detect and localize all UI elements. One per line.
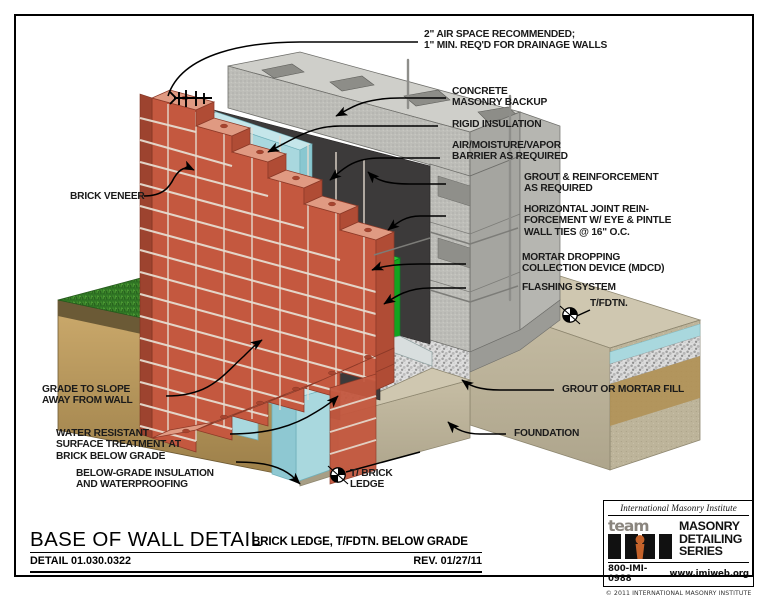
callout-water-resistant-treatment: WATER RESISTANT SURFACE TREATMENT AT BRI…	[56, 428, 181, 462]
callout-joint-reinforcement: HORIZONTAL JOINT REIN- FORCEMENT W/ EYE …	[524, 204, 672, 238]
page-title: BASE OF WALL DETAIL	[30, 528, 263, 551]
callout-flashing-system: FLASHING SYSTEM	[522, 282, 616, 293]
callout-t-brick-ledge: T/ BRICK LEDGE	[350, 468, 393, 491]
imi-logo-block: International Masonry Institute team MAS…	[603, 500, 754, 597]
title-subtitle: BRICK LEDGE, T/FDTN. BELOW GRADE	[252, 535, 468, 548]
callout-mdcd: MORTAR DROPPING COLLECTION DEVICE (MDCD)	[522, 252, 665, 275]
title-block: BASE OF WALL DETAIL BRICK LEDGE, T/FDTN.…	[30, 528, 482, 574]
sheet-border	[14, 14, 754, 577]
detail-number: DETAIL 01.030.0322	[30, 555, 132, 568]
imi-institute-name: International Masonry Institute	[608, 503, 749, 516]
series-title: MASONRY DETAILING SERIES	[679, 520, 742, 558]
revision-date: REV. 01/27/11	[413, 555, 482, 568]
callout-grade-to-slope: GRADE TO SLOPE AWAY FROM WALL	[42, 384, 133, 407]
callout-grout-reinforcement: GROUT & REINFORCEMENT AS REQUIRED	[524, 172, 659, 195]
callout-air-space: 2" AIR SPACE RECOMMENDED; 1" MIN. REQ'D …	[424, 29, 608, 52]
callout-cmu-backup: CONCRETE MASONRY BACKUP	[452, 86, 548, 109]
callout-rigid-insulation: RIGID INSULATION	[452, 119, 542, 130]
callout-grout-or-mortar-fill: GROUT OR MORTAR FILL	[562, 384, 685, 395]
team-bars-icon	[608, 534, 672, 559]
series-line-3: SERIES	[679, 544, 723, 559]
imi-phone: 800-IMI-0988	[608, 564, 648, 584]
callout-brick-veneer: BRICK VENEER	[70, 191, 145, 202]
team-logo: team	[608, 517, 674, 559]
imi-website[interactable]: www.imiweb.org	[669, 569, 750, 579]
series-line-1: MASONRY	[679, 519, 740, 534]
callout-foundation: FOUNDATION	[514, 428, 580, 439]
title-rule-upper	[30, 552, 482, 554]
imi-logo-frame: International Masonry Institute team MAS…	[603, 500, 754, 587]
callout-t-fdtn: T/FDTN.	[590, 298, 628, 309]
callout-air-moisture-vapor-barrier: AIR/MOISTURE/VAPOR BARRIER AS REQUIRED	[452, 140, 568, 163]
title-rule-lower	[30, 571, 482, 574]
callout-below-grade-insulation: BELOW-GRADE INSULATION AND WATERPROOFING	[76, 468, 214, 491]
team-wordmark: team	[608, 517, 650, 535]
series-line-2: DETAILING	[679, 531, 743, 546]
